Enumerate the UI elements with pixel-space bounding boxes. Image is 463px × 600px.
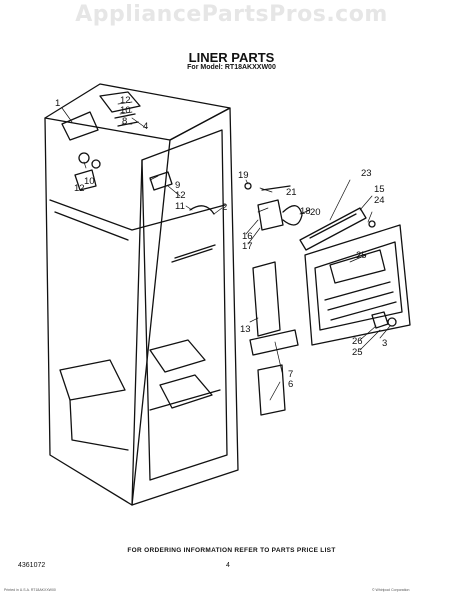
screws	[371, 311, 397, 329]
fine-print-left: Printed in U.S.A. RT18AKXXW00	[4, 588, 56, 592]
callout-20: 20	[310, 207, 321, 218]
leader-lines	[61, 101, 391, 401]
fan-motor	[244, 182, 303, 231]
callout-15: 15	[374, 184, 385, 195]
callout-12: 12	[175, 190, 186, 201]
watermark: AppliancePartsPros.com	[75, 2, 388, 27]
callout-23: 23	[361, 168, 372, 179]
diagram-title: LINER PARTS	[188, 50, 275, 65]
callout-26: 26	[352, 336, 363, 347]
document-number: 4361072	[18, 562, 46, 569]
callout-21: 21	[286, 187, 297, 198]
callout-8: 8	[122, 116, 127, 127]
callout-13: 13	[240, 324, 251, 335]
control-bracket	[299, 207, 376, 251]
callout-16: 16	[242, 231, 253, 242]
callout-10: 10	[84, 176, 95, 187]
cabinet-liner	[44, 83, 239, 506]
callout-3: 3	[382, 338, 387, 349]
callout-4: 4	[143, 121, 148, 132]
callout-25: 25	[356, 250, 367, 261]
callout-10: 10	[120, 105, 131, 116]
hinge-parts	[149, 171, 216, 263]
callout-12: 12	[120, 95, 131, 106]
evaporator-cover	[304, 224, 411, 346]
callout-2: 2	[222, 202, 227, 213]
callout-17: 17	[242, 241, 253, 252]
callout-7: 7	[288, 369, 293, 380]
air-duct	[249, 261, 299, 416]
callout-11: 11	[175, 201, 185, 212]
ordering-note: FOR ORDERING INFORMATION REFER TO PARTS …	[127, 547, 336, 554]
fine-print-right: © Whirlpool Corporation	[372, 588, 410, 592]
callout-9: 9	[175, 180, 180, 191]
model-line: For Model: RT18AKXXW00	[187, 64, 276, 71]
callout-24: 24	[374, 195, 385, 206]
callout-12: 12	[74, 183, 85, 194]
callout-25: 25	[352, 347, 363, 358]
callout-19: 19	[238, 170, 249, 181]
callout-1: 1	[55, 98, 60, 109]
callout-18: 18	[300, 206, 311, 217]
page-number: 4	[226, 562, 230, 569]
callout-6: 6	[288, 379, 293, 390]
